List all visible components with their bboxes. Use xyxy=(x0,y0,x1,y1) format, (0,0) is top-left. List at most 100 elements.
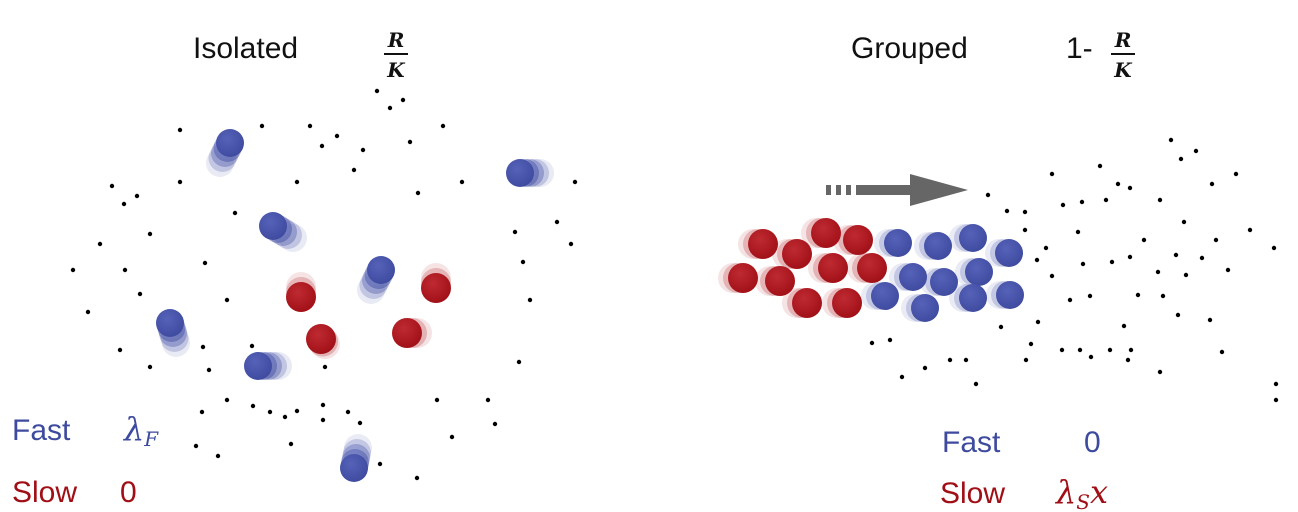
resource-dot xyxy=(1004,208,1010,214)
resource-dot xyxy=(117,347,123,353)
resource-dot xyxy=(1135,292,1141,298)
resource-dot xyxy=(1273,397,1279,403)
resource-dot xyxy=(1271,245,1277,251)
grouped-slow-rate-symbol: λ xyxy=(1054,473,1076,511)
resource-dot xyxy=(1207,317,1213,323)
slow-particle xyxy=(392,318,422,348)
grouped-slow-particle xyxy=(847,253,887,283)
isolated-fast-rate-sub: F xyxy=(143,427,159,451)
resource-dot xyxy=(1080,261,1086,267)
resource-dot xyxy=(70,267,76,273)
resource-dot xyxy=(320,402,326,408)
resource-dot xyxy=(177,179,183,185)
fast-particle xyxy=(871,282,899,310)
fast-particle xyxy=(899,263,927,291)
resource-dot xyxy=(998,324,1004,330)
grouped-slow-rate-sub: S xyxy=(1076,490,1090,512)
resource-dot xyxy=(121,201,127,207)
resource-dot xyxy=(294,408,300,414)
fast-particle xyxy=(959,284,987,312)
resource-dot xyxy=(947,357,953,363)
resource-dot xyxy=(1141,237,1147,243)
isolated-slow-rate: 0 xyxy=(120,476,137,509)
resource-dot xyxy=(259,123,265,129)
resource-dot xyxy=(1077,347,1083,353)
grouped-slow-particle xyxy=(772,239,812,269)
resource-dot xyxy=(1022,209,1028,215)
grouped-fast-label: Fast xyxy=(942,426,1001,459)
resource-dot xyxy=(572,179,578,185)
resource-dot xyxy=(1247,227,1253,233)
isolated-fast-rate: λF xyxy=(122,410,159,451)
resource-dot xyxy=(1125,357,1131,363)
fast-particle xyxy=(995,239,1023,267)
resource-dot xyxy=(282,414,288,420)
resource-dot xyxy=(97,241,103,247)
fast-particle xyxy=(996,281,1024,309)
resource-dot xyxy=(492,421,498,427)
grouped-slow-label: Slow xyxy=(940,477,1005,510)
resource-dot xyxy=(109,183,115,189)
resource-dot xyxy=(1035,319,1041,325)
resource-dot xyxy=(307,123,313,129)
resource-dot xyxy=(407,139,413,145)
grouped-slow-particle xyxy=(822,288,862,318)
resource-dot xyxy=(1043,245,1049,251)
resource-dot xyxy=(922,365,928,371)
fast-particle xyxy=(259,212,287,240)
resource-dot xyxy=(415,190,421,196)
resource-dot xyxy=(414,475,420,481)
isolated-title: Isolated xyxy=(193,32,298,65)
resource-dot xyxy=(334,133,340,139)
resource-dot xyxy=(232,210,238,216)
resource-dot xyxy=(1213,237,1219,243)
grouped-slow-rate: λSx xyxy=(1054,473,1108,512)
resource-dot xyxy=(1181,219,1187,225)
resource-dot xyxy=(1175,312,1181,318)
resource-dot xyxy=(1233,171,1239,177)
slow-particle xyxy=(782,239,812,269)
slow-particle xyxy=(748,229,778,259)
resource-dot xyxy=(1173,252,1179,258)
resource-dot xyxy=(869,340,875,346)
resource-dot xyxy=(1178,156,1184,162)
resource-dot xyxy=(147,231,153,237)
resource-dot xyxy=(147,364,153,370)
grouped-slow-particle xyxy=(755,266,795,296)
resource-dot xyxy=(202,260,208,266)
resource-dot xyxy=(1087,293,1093,299)
isolated-slow-particle xyxy=(421,263,451,303)
resource-dot xyxy=(512,229,518,235)
resource-dot xyxy=(516,359,522,365)
resource-dot xyxy=(1049,171,1055,177)
resource-dot xyxy=(1209,181,1215,187)
resource-dot xyxy=(527,297,533,303)
resource-dot xyxy=(1121,323,1127,329)
isolated-fast-particle xyxy=(506,159,554,187)
resource-dot xyxy=(224,297,230,303)
isolated-slow-particle xyxy=(306,324,340,359)
grouped-fast-particle xyxy=(874,229,912,257)
slow-particle xyxy=(832,288,862,318)
resource-dot xyxy=(1183,272,1189,278)
slow-particle xyxy=(843,225,873,255)
grouped-fast-rate: 0 xyxy=(1084,426,1101,459)
isolated-slow-label: Slow xyxy=(12,476,77,509)
resource-dot xyxy=(1049,273,1055,279)
isolated-fast-particle xyxy=(206,129,244,177)
resource-dot xyxy=(85,309,91,315)
slow-particle xyxy=(818,253,848,283)
resource-dot xyxy=(199,409,205,415)
resource-dot xyxy=(1088,354,1094,360)
grouped-fast-particle xyxy=(949,224,987,252)
resource-dot xyxy=(520,259,526,265)
isolated-fast-particle xyxy=(259,212,307,252)
resource-dot xyxy=(1059,347,1065,353)
grouped-fast-particle xyxy=(889,263,927,291)
isolated-fraction-denominator: K xyxy=(386,58,406,82)
slow-particle xyxy=(286,282,316,312)
grouped-fast-particle xyxy=(901,294,939,322)
isolated-fraction-numerator: R xyxy=(387,28,405,52)
